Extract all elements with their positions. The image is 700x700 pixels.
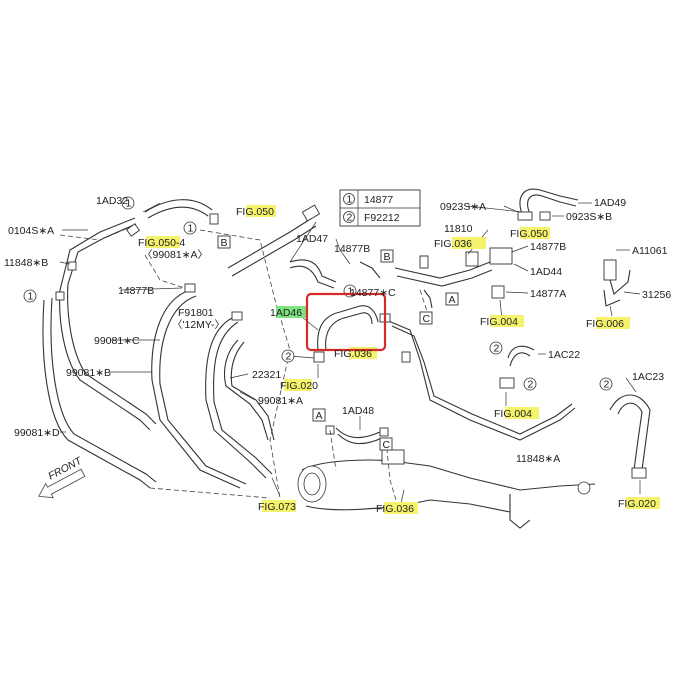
legend-code-f92212: F92212 [364, 212, 400, 224]
svg-text:1: 1 [28, 291, 34, 303]
label-fig050-mid: FIG.050 [236, 206, 274, 218]
label-11848-a: 11848∗A [516, 453, 560, 465]
label-1ac22: 1AC22 [548, 349, 580, 361]
label-11848-b: 11848∗B [4, 257, 48, 269]
svg-text:C: C [383, 439, 391, 451]
label-fig036-mid: FIG.036 [334, 348, 372, 360]
front-direction-arrow: FRONT [38, 454, 86, 499]
callout-circle-1: 1 [23, 289, 37, 303]
label-1ad46: 1AD46 [270, 307, 302, 319]
callout-circle-2: 2 [599, 377, 613, 391]
ref-box-b-left: B [217, 235, 231, 249]
label-1ac23: 1AC23 [632, 371, 664, 383]
svg-text:B: B [221, 237, 228, 249]
callout-circle-1: 1 [121, 196, 135, 210]
label-f91801: F91801 [178, 307, 214, 319]
svg-text:A: A [316, 410, 323, 422]
label-0104s-a: 0104S∗A [8, 225, 54, 237]
ref-box-a-lower: A [312, 408, 326, 422]
label-fig020-right: FIG.020 [618, 498, 656, 510]
label-31256: 31256 [642, 289, 671, 301]
label-fig006: FIG.006 [586, 318, 624, 330]
label-0923s-a: 0923S∗A [440, 201, 486, 213]
legend-marker-1 [343, 193, 355, 205]
label-1ad32: 1AD32 [96, 195, 128, 207]
label-1ad48: 1AD48 [342, 405, 374, 417]
svg-text:2: 2 [528, 379, 534, 391]
selected-part-frame [305, 292, 387, 352]
label-fig036-bottom: FIG.036 [376, 503, 414, 515]
label-fig036-top: FIG.036 [434, 238, 472, 250]
ref-box-b-right: B [380, 249, 394, 263]
callout-circle-2: 2 [281, 349, 295, 363]
label-11810: 11810 [444, 223, 473, 235]
svg-text:B: B [384, 251, 391, 263]
legend-marker-2 [343, 211, 355, 223]
label-99081-d: 99081∗D [14, 427, 60, 439]
label-99081-c: 99081∗C [94, 335, 140, 347]
legend: 1 14877 2 F92212 [339, 189, 421, 227]
svg-text:A: A [449, 294, 456, 306]
label-fig050-right: FIG.050 [510, 228, 548, 240]
callout-circle-2: 2 [489, 341, 503, 355]
svg-text:1: 1 [348, 286, 354, 298]
part-labels: 1AD32 0104S∗A FIG.050-4 〈99081∗A〉 11848∗… [4, 195, 671, 515]
svg-text:2: 2 [494, 343, 500, 355]
svg-text:2: 2 [286, 351, 292, 363]
label-0923s-b: 0923S∗B [566, 211, 612, 223]
callout-circle-1: 1 [183, 221, 197, 235]
label-fig073: FIG.073 [258, 501, 296, 513]
ref-box-a-right: A [445, 292, 459, 306]
label-14877-c: 14877∗C [350, 287, 396, 299]
label-99081-b: 99081∗B [66, 367, 111, 379]
label-14877b-mid: 14877B [334, 243, 370, 255]
svg-text:2: 2 [604, 379, 610, 391]
legend-num-2: 2 [347, 212, 353, 224]
label-14877b-right: 14877B [530, 241, 566, 253]
ref-box-c-upper: C [419, 311, 433, 325]
label-fig004-top: FIG.004 [480, 316, 518, 328]
label-99081-a: 99081∗A [258, 395, 303, 407]
label-fig004-mid: FIG.004 [494, 408, 532, 420]
label-1ad49: 1AD49 [594, 197, 626, 209]
label-a11061: A11061 [632, 245, 668, 257]
legend-code-14877: 14877 [364, 194, 393, 206]
label-14877a: 14877A [530, 288, 566, 300]
label-12my: 〈'12MY-〉 [172, 319, 225, 331]
label-fig020-left: FIG.020 [280, 380, 318, 392]
label-14877b-left: 14877B [118, 285, 154, 297]
label-22321: 22321 [252, 369, 281, 381]
center-hoses [289, 221, 596, 529]
left-hose-bundle [42, 199, 321, 499]
label-1ad47: 1AD47 [296, 233, 328, 245]
ref-box-c-lower: C [379, 437, 393, 451]
svg-text:1: 1 [126, 198, 132, 210]
legend-num-1: 1 [347, 194, 353, 206]
svg-text:C: C [423, 313, 431, 325]
callout-circle-2: 2 [523, 377, 537, 391]
label-highlights [146, 205, 660, 514]
right-center-fittings [394, 188, 651, 494]
svg-text:1: 1 [188, 223, 194, 235]
label-fig050-4: FIG.050-4 [138, 237, 185, 249]
label-1ad44: 1AD44 [530, 266, 562, 278]
label-99081-a-note: 〈99081∗A〉 [142, 249, 208, 261]
